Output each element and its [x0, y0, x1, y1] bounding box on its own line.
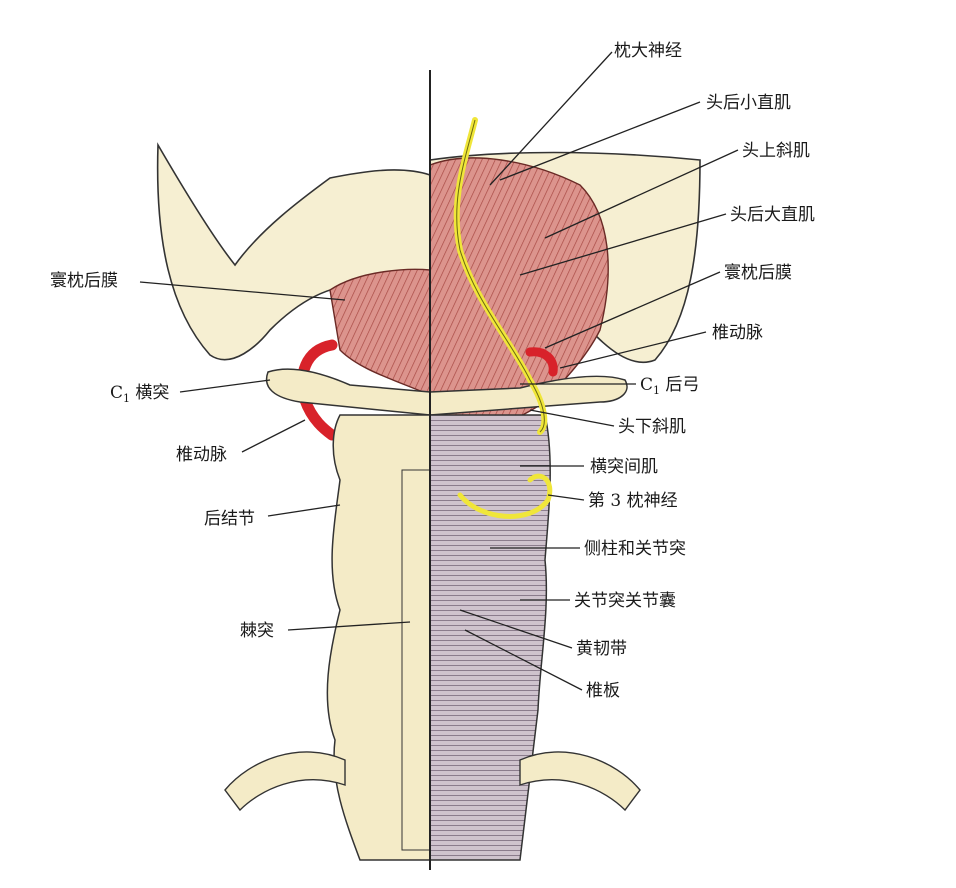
label-ligamentum-flavum: 黄韧带 — [576, 639, 627, 659]
label-c1-posterior-arch: C1 后弓 — [640, 375, 699, 397]
leader-posterior-tubercle — [267, 504, 341, 517]
label-c1-transverse-process: C1 横突 — [110, 383, 169, 405]
leader-spinous-process — [287, 621, 411, 631]
first-rib-right — [519, 751, 641, 812]
leader-third-occipital-nerve — [547, 494, 585, 501]
label-posterior-tubercle: 后结节 — [204, 509, 255, 529]
greater-occipital-nerve-outline — [456, 119, 545, 433]
label-spinous-process: 棘突 — [240, 621, 274, 641]
first-rib-left — [224, 751, 346, 812]
leader-vertebral-artery-left — [241, 419, 306, 453]
leader-ligamentum-flavum — [459, 609, 573, 649]
label-greater-occipital-nerve: 枕大神经 — [614, 41, 682, 61]
label-posterior-atlanto-occipital-membrane-left: 寰枕后膜 — [50, 270, 118, 291]
label-rectus-capitis-posterior-major: 头后大直肌 — [730, 205, 815, 225]
label-rectus-capitis-posterior-minor: 头后小直肌 — [706, 93, 791, 113]
leader-obliquus-superior — [544, 149, 739, 239]
leader-membrane-left — [139, 281, 346, 301]
atlas-c1 — [265, 368, 628, 416]
label-c1-posterior-arch-letter: C — [640, 375, 653, 395]
label-vertebral-artery-left: 椎动脉 — [176, 445, 227, 465]
leader-greater-occipital-nerve — [489, 51, 613, 186]
label-obliquus-capitis-superior: 头上斜肌 — [742, 141, 810, 161]
leader-vertebral-artery-right — [559, 331, 707, 369]
leader-obliquus-inferior — [529, 409, 615, 427]
label-third-occipital-nerve: 第 3 枕神经 — [588, 491, 678, 511]
label-c1-posterior-arch-sub: 1 — [653, 384, 660, 397]
label-intertransversarii: 横突间肌 — [590, 457, 658, 477]
label-c1-posterior-arch-text: 后弓 — [660, 375, 699, 395]
label-c1-transverse-sub: 1 — [123, 392, 130, 405]
label-obliquus-capitis-inferior: 头下斜肌 — [618, 417, 686, 437]
vertebral-artery-right-vessel — [525, 347, 558, 377]
label-lateral-mass-articular-process: 侧柱和关节突 — [584, 539, 686, 559]
leader-rectus-major — [519, 213, 727, 276]
leader-rectus-minor — [499, 101, 701, 181]
label-lamina: 椎板 — [586, 681, 620, 701]
label-c1-transverse-letter: C — [110, 383, 123, 403]
label-posterior-atlanto-occipital-membrane-right: 寰枕后膜 — [724, 262, 792, 283]
third-occipital-nerve-path — [457, 473, 553, 519]
suboccipital-muscles — [329, 157, 609, 441]
label-c1-transverse-text: 横突 — [130, 383, 169, 403]
label-facet-joint-capsule: 关节突关节囊 — [574, 591, 676, 611]
leader-lines — [139, 51, 739, 691]
label-vertebral-artery-right: 椎动脉 — [712, 323, 763, 343]
leader-lamina — [464, 629, 583, 691]
leader-c1-transverse — [179, 379, 271, 393]
leader-membrane-right — [544, 271, 721, 349]
cervical-vertebrae — [326, 414, 551, 861]
